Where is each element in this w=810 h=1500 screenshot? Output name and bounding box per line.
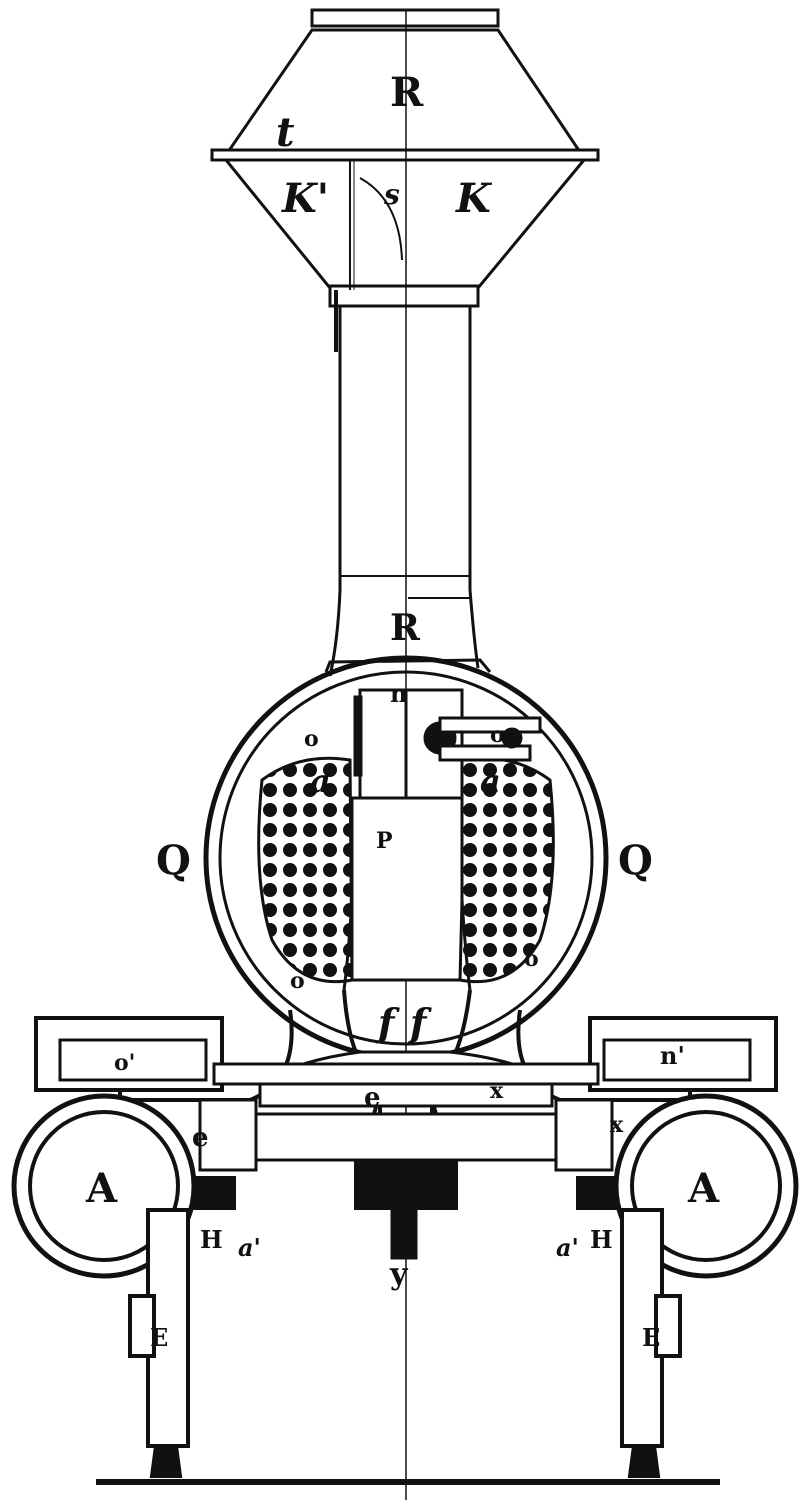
label-y: y bbox=[389, 1257, 409, 1292]
label-Q-left: Q bbox=[156, 837, 191, 884]
label-a-left: a bbox=[310, 762, 331, 800]
diagram-labels: R t K' s K R n o o a a P Q Q o o f f o' … bbox=[85, 69, 720, 1352]
label-a-prime-left: a' bbox=[238, 1233, 261, 1262]
boiler-tube-banks bbox=[257, 756, 555, 984]
label-n-prime: n' bbox=[660, 1041, 685, 1070]
label-E-left: E bbox=[150, 1323, 168, 1352]
label-H-left: H bbox=[200, 1225, 223, 1254]
label-e-lower: e bbox=[192, 1123, 209, 1153]
label-f-left: f bbox=[375, 1000, 400, 1045]
steam-chest-left bbox=[34, 1016, 224, 1092]
label-f-right: f bbox=[407, 1000, 432, 1045]
label-x-upper: x bbox=[490, 1078, 504, 1104]
chimney-pipe bbox=[324, 306, 492, 677]
label-K: K bbox=[455, 175, 493, 222]
label-A-right: A bbox=[687, 1165, 720, 1212]
label-R-top: R bbox=[390, 69, 424, 116]
label-x-lower: x bbox=[610, 1112, 624, 1138]
label-a-right: a bbox=[480, 762, 501, 800]
label-n: n bbox=[390, 679, 407, 708]
label-E-right: E bbox=[642, 1323, 660, 1352]
spark-arrester-hood bbox=[210, 8, 600, 1500]
label-P: P bbox=[376, 828, 393, 854]
label-H-right: H bbox=[590, 1225, 613, 1254]
label-s: s bbox=[383, 178, 400, 211]
label-a-prime-right: a' bbox=[556, 1233, 579, 1262]
label-o-lower-left: o bbox=[290, 968, 305, 994]
label-e-upper: e bbox=[364, 1083, 381, 1113]
label-o-upper-left: o bbox=[304, 726, 319, 752]
label-o-upper-right: o bbox=[490, 722, 505, 748]
wheel-right bbox=[620, 1208, 682, 1478]
label-R-mid: R bbox=[390, 607, 421, 649]
label-t: t bbox=[276, 109, 295, 156]
axle-frame bbox=[198, 1050, 614, 1260]
label-A-left: A bbox=[85, 1165, 118, 1212]
cylinder-left bbox=[11, 1093, 197, 1279]
cylinder-right bbox=[613, 1093, 799, 1279]
steam-valve bbox=[353, 695, 542, 777]
label-o-lower-right: o bbox=[524, 946, 539, 972]
label-Q-right: Q bbox=[618, 837, 653, 884]
label-K-prime: K' bbox=[281, 175, 329, 222]
label-o-prime: o' bbox=[114, 1050, 135, 1076]
steam-chest-right bbox=[588, 1016, 778, 1092]
wheel-left bbox=[128, 1208, 190, 1478]
